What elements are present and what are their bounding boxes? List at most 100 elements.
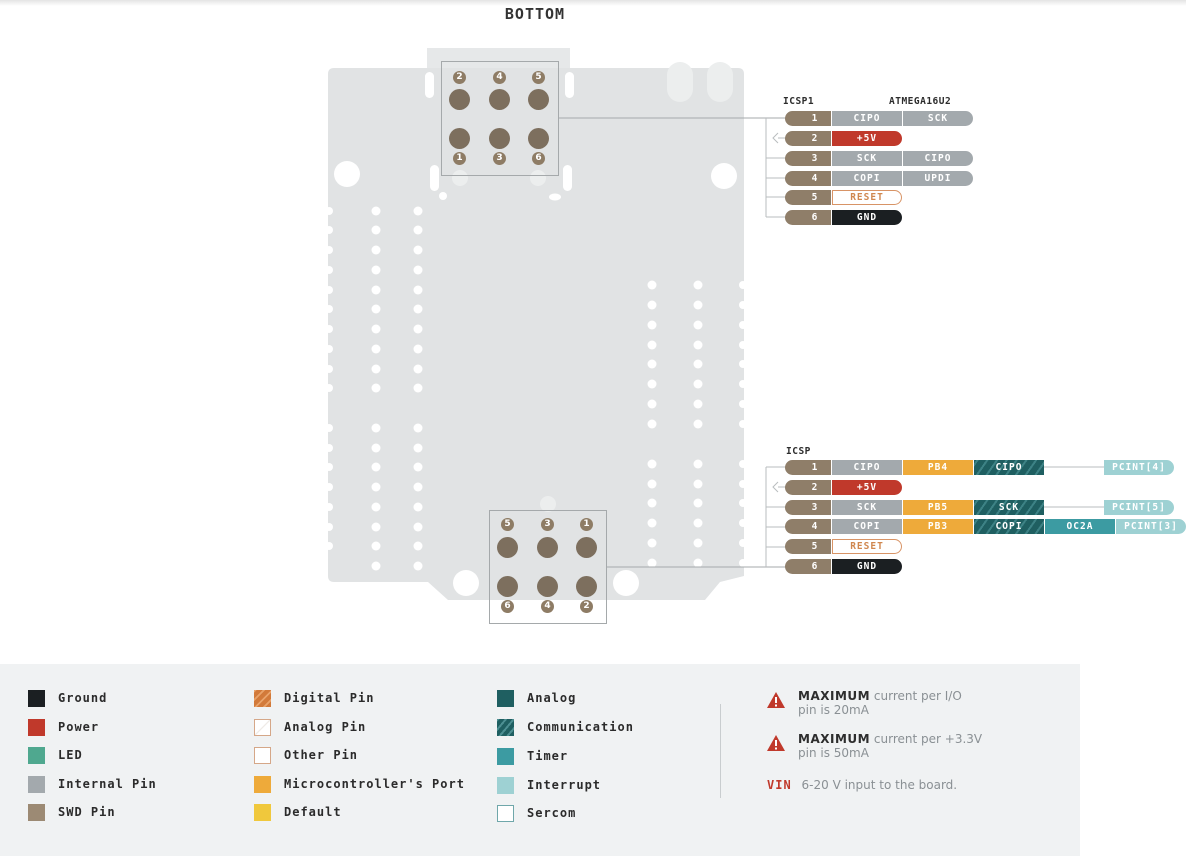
communication-swatch (497, 718, 514, 736)
legend-label: Digital Pin (284, 691, 375, 705)
vin-label: VIN (767, 778, 792, 792)
legend-interrupt: Interrupt (497, 776, 601, 794)
legend-ground: Ground (28, 689, 107, 707)
icsp-pin-2: 2 +5V (785, 480, 903, 495)
pin-pad (576, 576, 597, 597)
port-tag: PB5 (903, 500, 973, 515)
legend-divider (720, 704, 721, 798)
legend-label: Internal Pin (58, 777, 157, 791)
pin-number: 5 (501, 518, 514, 531)
pin-number-tag: 1 (785, 111, 831, 126)
top-shadow (0, 0, 1186, 6)
legend-analog: Analog (497, 689, 576, 707)
interrupt-tag: PCINT[3] (1116, 519, 1186, 534)
legend-panel: Ground Power LED Internal Pin SWD Pin Di… (0, 664, 1080, 856)
pin-number: 6 (501, 600, 514, 613)
internal-pin-tag: CIPO (832, 111, 902, 126)
note-strong: MAXIMUM (798, 732, 871, 746)
internal-pin-tag: CIPO (832, 460, 902, 475)
icsp-pin-3: 3 SCK PB5 SCK (785, 500, 1045, 515)
pin-number-tag: 4 (785, 519, 831, 534)
pin-number-tag: 3 (785, 151, 831, 166)
legend-other-pin: Other Pin (254, 746, 358, 764)
legend-sercom: Sercom (497, 804, 576, 822)
pin-number: 4 (493, 71, 506, 84)
note-vin: VIN 6-20 V input to the board. (767, 778, 957, 792)
internal-pin-tag: COPI (832, 171, 902, 186)
icsp1-pin-6: 6 GND (785, 210, 903, 225)
communication-tag: COPI (974, 519, 1044, 534)
led-swatch (28, 746, 45, 764)
analog-pin-swatch (254, 718, 271, 736)
note-strong: MAXIMUM (798, 689, 871, 703)
ground-tag: GND (832, 210, 902, 225)
legend-label: Analog Pin (284, 720, 367, 734)
icsp1-pin-4: 4 COPI UPDI (785, 171, 974, 186)
internal-pin-tag: CIPO (903, 151, 973, 166)
atmega16u2-label: ATMEGA16U2 (889, 96, 952, 107)
internal-pin-tag: SCK (903, 111, 973, 126)
other-pin-tag: RESET (832, 190, 902, 205)
warning-icon (767, 692, 785, 708)
pin-number-tag: 2 (785, 131, 831, 146)
port-tag: PB4 (903, 460, 973, 475)
internal-pin-tag: COPI (832, 519, 902, 534)
pin-number: 1 (453, 152, 466, 165)
internal-pin-tag: SCK (832, 500, 902, 515)
power-tag: +5V (832, 131, 902, 146)
legend-digital-pin: Digital Pin (254, 689, 374, 707)
legend-label: Microcontroller's Port (284, 777, 465, 791)
pin-number-tag: 3 (785, 500, 831, 515)
pin-pad (537, 576, 558, 597)
interrupt-tag: PCINT[4] (1104, 460, 1174, 475)
pin-number: 3 (493, 152, 506, 165)
other-pin-swatch (254, 746, 271, 764)
legend-label: Communication (527, 720, 634, 734)
note-text-2: pin is 50mA (798, 746, 869, 760)
pin-pad (528, 89, 549, 110)
pin-pad (497, 576, 518, 597)
legend-led: LED (28, 746, 83, 764)
pin-number: 1 (580, 518, 593, 531)
pin-pad (528, 128, 549, 149)
sercom-swatch (497, 804, 514, 822)
pin-number-tag: 6 (785, 559, 831, 574)
pin-pad (449, 128, 470, 149)
pin-pad (489, 89, 510, 110)
legend-label: Sercom (527, 806, 577, 820)
icsp-pin-5: 5 RESET (785, 539, 903, 554)
pin-number: 2 (453, 71, 466, 84)
communication-tag: SCK (974, 500, 1044, 515)
pin-pad (497, 537, 518, 558)
legend-label: Analog (527, 691, 577, 705)
icsp1-pin-3: 3 SCK CIPO (785, 151, 974, 166)
timer-tag: OC2A (1045, 519, 1115, 534)
icsp-header-outline (489, 510, 607, 624)
legend-analog-pin: Analog Pin (254, 718, 366, 736)
interrupt-tag: PCINT[5] (1104, 500, 1174, 515)
communication-tag: CIPO (974, 460, 1044, 475)
warning-icon (767, 735, 785, 751)
digital-pin-swatch (254, 689, 271, 707)
board-outline (328, 48, 1104, 600)
power-tag: +5V (832, 480, 902, 495)
legend-label: Interrupt (527, 778, 602, 792)
icsp-pin-4: 4 COPI PB3 COPI OC2A PCINT[3] (785, 519, 1186, 534)
power-swatch (28, 718, 45, 736)
note-text-2: pin is 20mA (798, 703, 869, 717)
legend-label: Default (284, 805, 342, 819)
note-text: current per +3.3V (873, 732, 983, 746)
port-tag: PB3 (903, 519, 973, 534)
legend-communication: Communication (497, 718, 634, 736)
vin-text: 6-20 V input to the board. (801, 778, 958, 792)
pin-number-tag: 5 (785, 539, 831, 554)
other-pin-tag: RESET (832, 539, 902, 554)
legend-label: Timer (527, 749, 569, 763)
legend-internal-pin: Internal Pin (28, 775, 157, 793)
icsp1-label: ICSP1 (783, 96, 815, 107)
default-swatch (254, 803, 271, 821)
interrupt-swatch (497, 776, 514, 794)
note-io-current: MAXIMUM current per I/O pin is 20mA (766, 689, 962, 717)
internal-pin-tag: UPDI (903, 171, 973, 186)
icsp-pin-1: 1 CIPO PB4 CIPO (785, 460, 1045, 475)
